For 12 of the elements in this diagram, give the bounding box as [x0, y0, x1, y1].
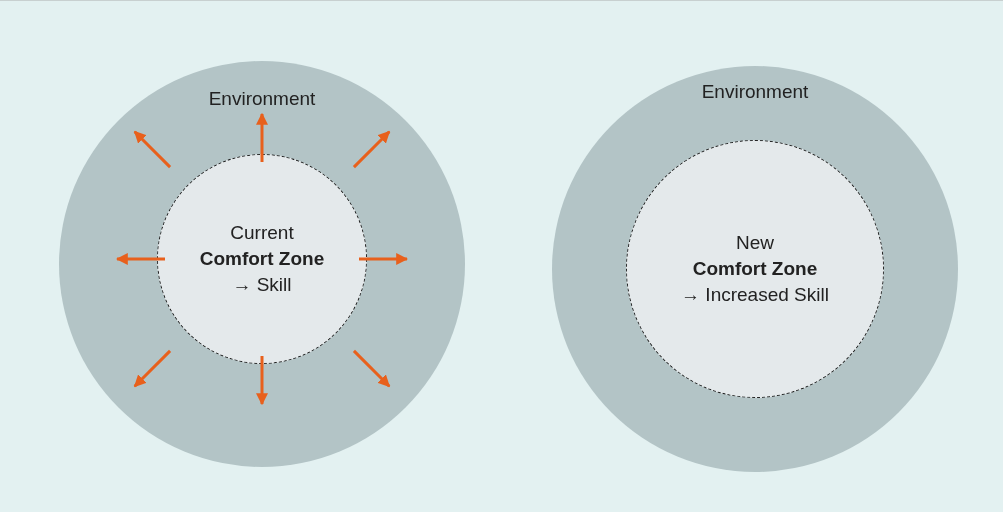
comfort-zone-label: New Comfort Zone → Increased Skill [681, 231, 829, 307]
environment-label: Environment [701, 80, 809, 104]
environment-label: Environment [208, 87, 316, 111]
arrow [256, 356, 268, 406]
arrow [133, 130, 172, 169]
arrow [256, 112, 268, 162]
arrow [133, 349, 172, 388]
arrow [352, 349, 391, 388]
arrow [115, 253, 165, 265]
comfort-zone-label: Current Comfort Zone → Skill [199, 221, 325, 297]
arrow [352, 130, 391, 169]
arrow [359, 253, 409, 265]
